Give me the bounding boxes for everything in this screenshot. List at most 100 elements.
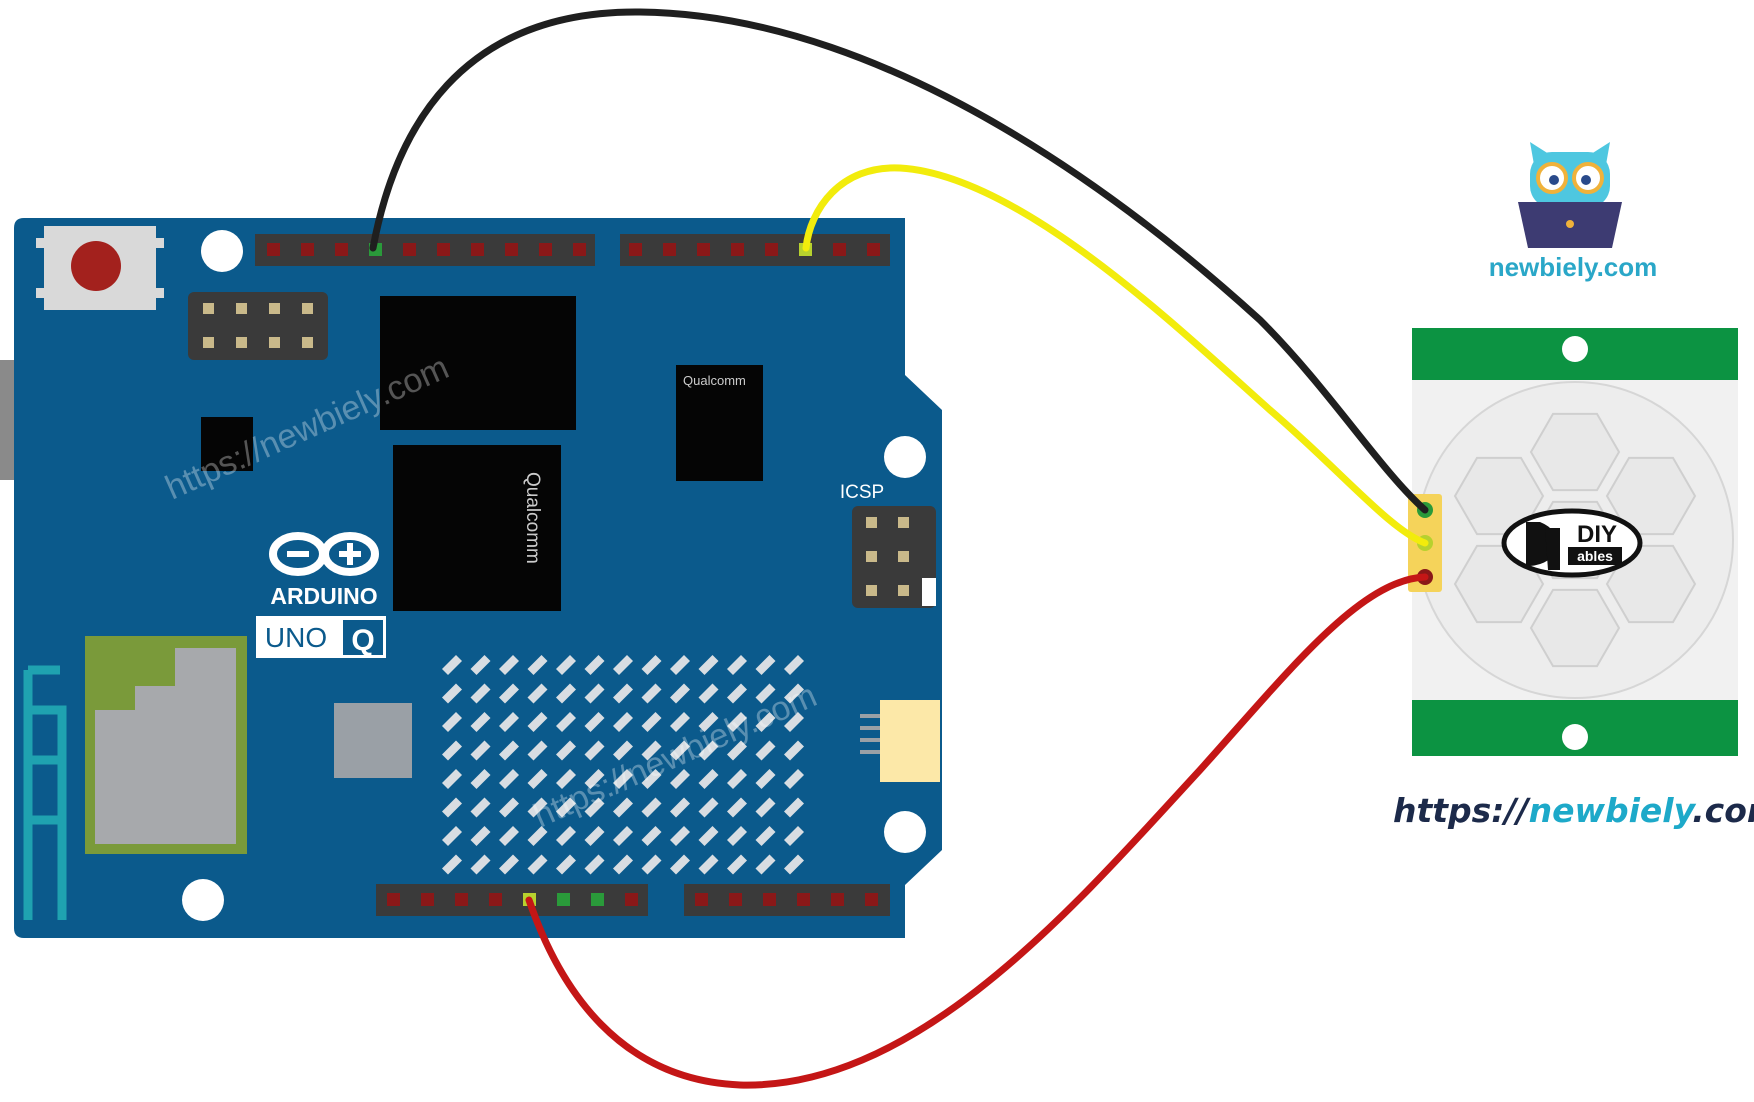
led-pixel bbox=[755, 769, 776, 789]
board-header-bottom-right bbox=[684, 884, 890, 916]
led-pixel bbox=[727, 854, 747, 875]
diyables-logo: DIY ables bbox=[1501, 508, 1643, 578]
led-pixel bbox=[499, 683, 519, 704]
led-pixel bbox=[442, 712, 462, 732]
led-pixel bbox=[670, 655, 690, 675]
wire-signal bbox=[802, 164, 1429, 547]
led-pixel bbox=[442, 769, 462, 789]
led-pixel bbox=[613, 826, 633, 846]
led-pixel bbox=[698, 655, 719, 675]
led-pixel bbox=[613, 683, 633, 704]
led-pixel bbox=[613, 797, 633, 818]
led-pixel bbox=[727, 826, 747, 846]
led-pixel bbox=[670, 769, 690, 789]
led-pixel bbox=[613, 740, 633, 761]
model-text: UNO bbox=[265, 622, 327, 653]
led-pixel bbox=[584, 683, 605, 704]
lens-cell bbox=[1529, 412, 1621, 492]
led-pixel bbox=[727, 712, 747, 732]
board-header-bottom-left bbox=[376, 884, 648, 916]
led-pixel bbox=[584, 712, 605, 732]
led-pixel bbox=[584, 740, 605, 761]
led-pixel bbox=[470, 797, 491, 818]
led-pixel bbox=[527, 683, 548, 704]
led-pixel bbox=[470, 712, 491, 732]
led-pixel bbox=[727, 740, 747, 761]
qwiic-connector bbox=[880, 700, 940, 782]
led-pixel bbox=[584, 854, 605, 875]
led-pixel bbox=[556, 826, 576, 846]
icsp-header bbox=[852, 506, 936, 608]
led-pixel bbox=[670, 740, 690, 761]
mounting-hole bbox=[884, 436, 926, 478]
reset-tab bbox=[36, 288, 46, 298]
led-pixel bbox=[556, 854, 576, 875]
arduino-uno-q-board: Qualcomm Qualcomm ICSP ARDUINO UNO Q bbox=[0, 218, 942, 938]
led-pixel bbox=[470, 769, 491, 789]
led-pixel bbox=[698, 769, 719, 789]
qualcomm-chip-large bbox=[393, 445, 561, 611]
led-pixel bbox=[499, 769, 519, 789]
led-pixel bbox=[698, 712, 719, 732]
led-pixel bbox=[784, 655, 804, 675]
led-pixel bbox=[584, 797, 605, 818]
led-pixel bbox=[556, 655, 576, 675]
mounting-hole bbox=[884, 811, 926, 853]
led-pixel bbox=[584, 826, 605, 846]
lens-cell bbox=[1529, 588, 1621, 668]
led-pixel bbox=[755, 655, 776, 675]
led-pixel bbox=[556, 740, 576, 761]
led-pixel bbox=[670, 854, 690, 875]
led-pixel bbox=[499, 797, 519, 818]
site-url: https://newbiely.com bbox=[1393, 791, 1754, 830]
led-matrix bbox=[442, 655, 804, 875]
led-pixel bbox=[641, 683, 662, 704]
led-pixel bbox=[442, 797, 462, 818]
led-pixel bbox=[641, 826, 662, 846]
sensor-mounting-hole bbox=[1562, 724, 1588, 750]
led-pixel bbox=[527, 797, 548, 818]
led-pixel bbox=[784, 712, 804, 732]
led-pixel bbox=[442, 740, 462, 761]
chip-label-small: Qualcomm bbox=[683, 373, 746, 388]
led-pixel bbox=[613, 854, 633, 875]
wifi-module-shield bbox=[95, 648, 236, 844]
led-pixel bbox=[499, 854, 519, 875]
led-pixel bbox=[755, 712, 776, 732]
led-pixel bbox=[784, 826, 804, 846]
led-pixel bbox=[727, 797, 747, 818]
led-pixel bbox=[670, 683, 690, 704]
led-pixel bbox=[442, 655, 462, 675]
led-pixel bbox=[584, 769, 605, 789]
led-pixel bbox=[499, 826, 519, 846]
qualcomm-chip-small bbox=[676, 365, 763, 481]
led-pixel bbox=[470, 655, 491, 675]
led-pixel bbox=[698, 854, 719, 875]
led-pixel bbox=[527, 769, 548, 789]
chip-label-large: Qualcomm bbox=[522, 472, 543, 564]
led-pixel bbox=[670, 797, 690, 818]
led-pixel bbox=[641, 854, 662, 875]
led-pixel bbox=[755, 797, 776, 818]
led-pixel bbox=[527, 655, 548, 675]
led-pixel bbox=[727, 769, 747, 789]
antenna-trace bbox=[23, 665, 67, 920]
led-pixel bbox=[584, 655, 605, 675]
led-pixel bbox=[499, 655, 519, 675]
led-pixel bbox=[527, 712, 548, 732]
led-pixel bbox=[784, 854, 804, 875]
led-pixel bbox=[727, 683, 747, 704]
led-pixel bbox=[784, 740, 804, 761]
url-domain: newbiely bbox=[1529, 791, 1697, 830]
led-pixel bbox=[442, 826, 462, 846]
led-pixel bbox=[641, 712, 662, 732]
arduino-brand-text: ARDUINO bbox=[270, 583, 377, 609]
led-pixel bbox=[641, 769, 662, 789]
led-pixel bbox=[613, 712, 633, 732]
arduino-logo bbox=[269, 532, 379, 576]
led-pixel bbox=[727, 655, 747, 675]
led-pixel bbox=[755, 826, 776, 846]
model-badge: Q bbox=[351, 624, 374, 657]
sensor-mounting-hole bbox=[1562, 336, 1588, 362]
diyables-logo-top: DIY bbox=[1577, 521, 1617, 548]
